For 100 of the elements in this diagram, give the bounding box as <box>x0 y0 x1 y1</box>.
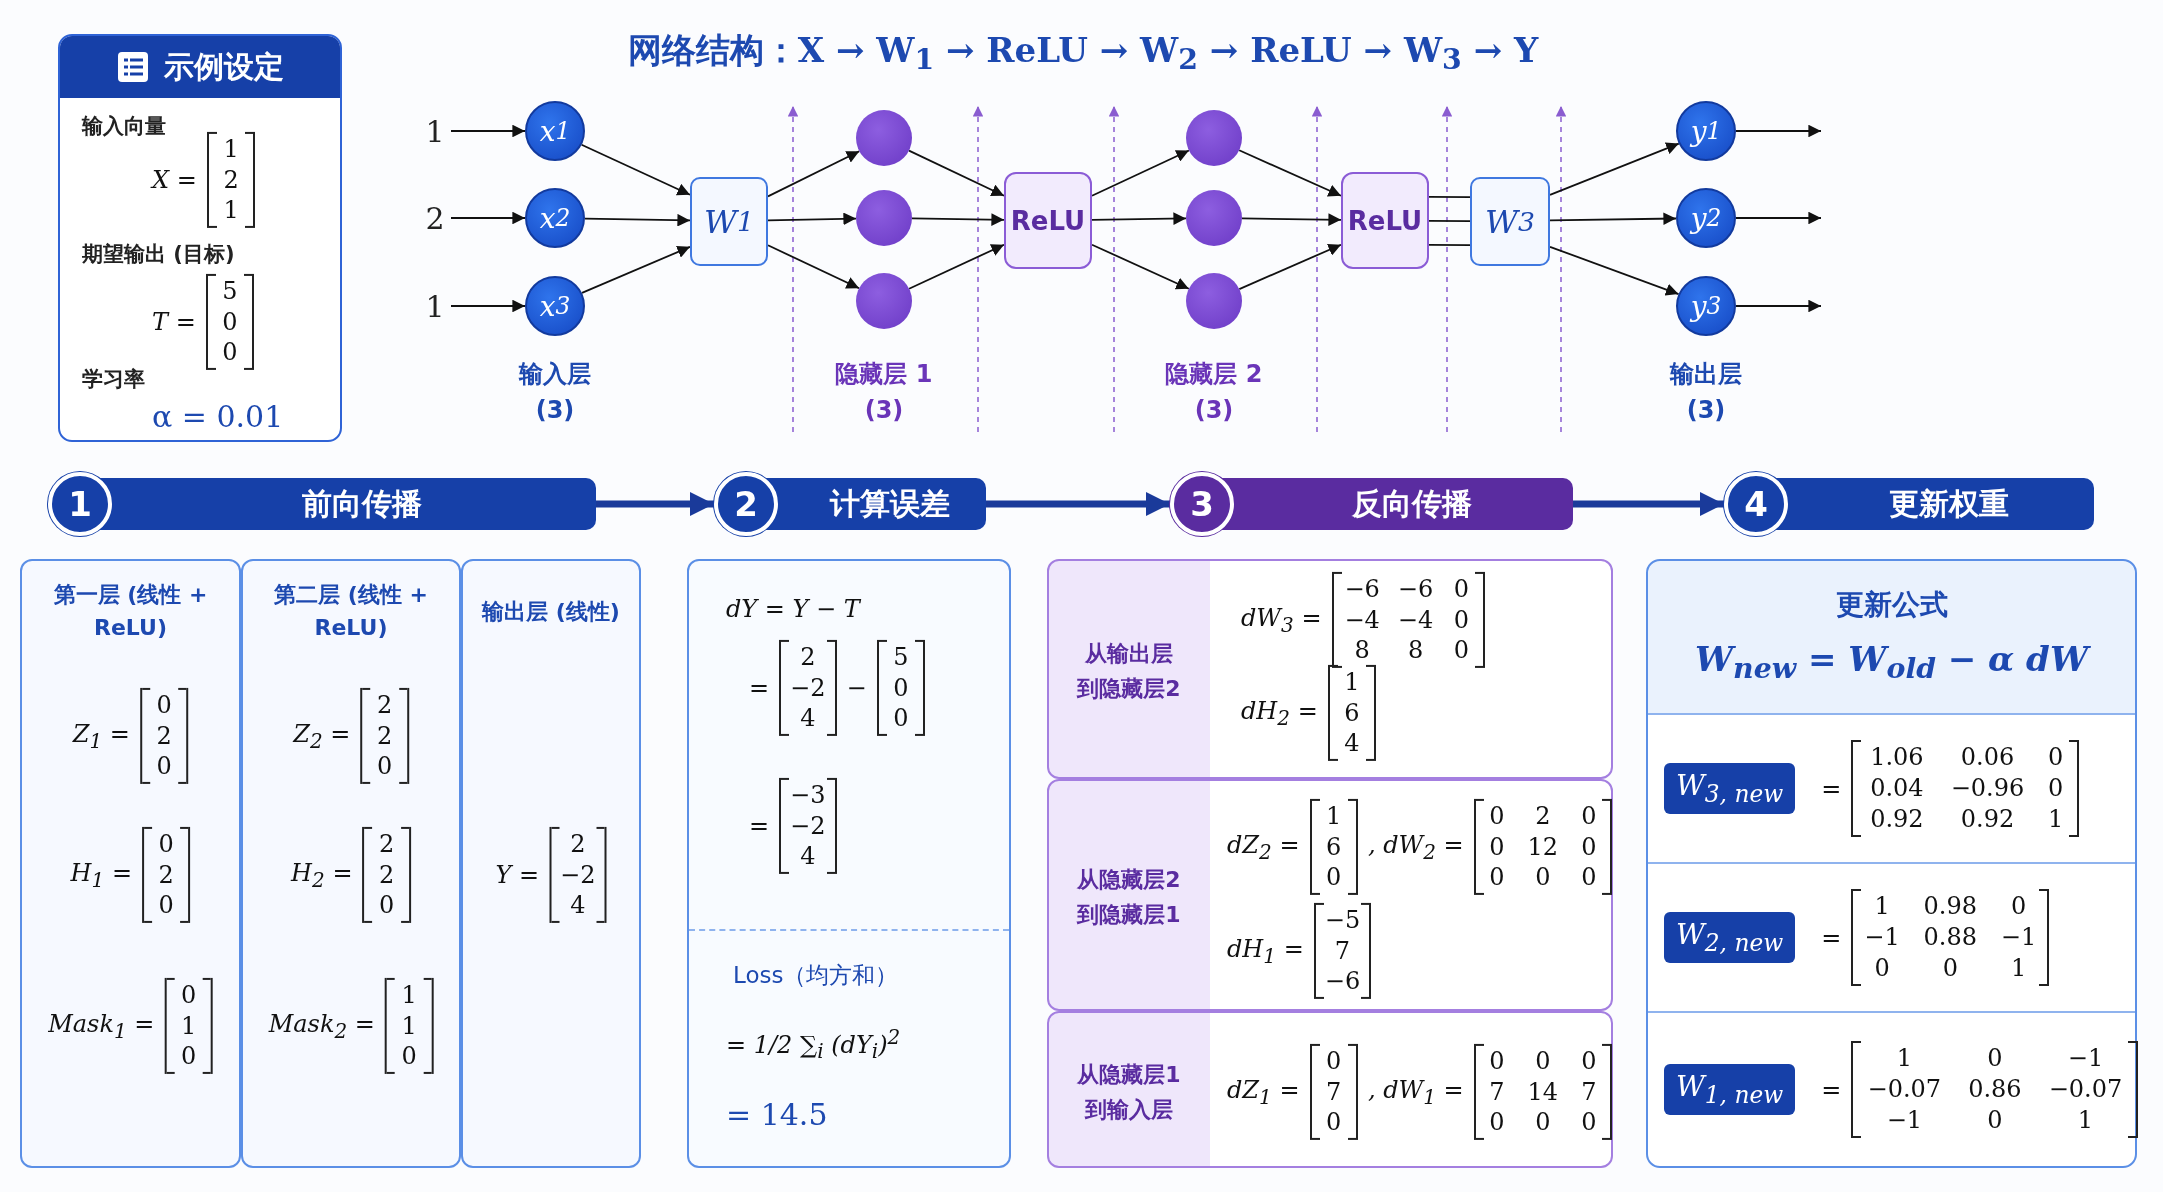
variable-badge: W$_{1, new}$ <box>1664 1064 1796 1115</box>
matrix-row: −6 <box>1324 966 1361 998</box>
hidden-neuron <box>856 190 912 246</box>
relu-box: ReLU <box>1341 172 1429 269</box>
layer-label: 隐藏层 1 (3) <box>834 359 934 426</box>
step-description: 从输出层到隐藏层2 <box>1075 639 1182 703</box>
matrix-row-text: 0 <box>400 1041 418 1073</box>
variable-badge: W$_{2, new}$ <box>1664 912 1796 963</box>
arrow <box>1735 124 1822 138</box>
matrix-row-text: 2 <box>222 164 240 196</box>
matrix-row-text: 1 <box>222 133 240 165</box>
matrix-row-text: 1.06 0.06 0 <box>1869 742 2065 774</box>
connector-line <box>1428 195 1471 199</box>
formula: H$_{2}$ = <box>291 858 353 892</box>
matrix-row-text: 0 <box>179 979 198 1011</box>
matrix-row-text: −4 −4 0 <box>1343 604 1471 636</box>
arrow <box>911 213 1005 226</box>
arrow <box>908 243 1005 290</box>
matrix-row-text: 0 0 1 <box>1873 952 2028 984</box>
matrix-row-text: 4 <box>1343 728 1361 760</box>
matrix-row-text: −1 0.88 −1 <box>1863 922 2038 953</box>
variable-badge: W$_{3, new}$ <box>1664 763 1796 814</box>
matrix-row-text: 0.92 0.92 1 <box>1869 803 2065 835</box>
matrix-row-text: 7 14 7 <box>1488 1076 1598 1108</box>
relu-box: ReLU <box>1004 172 1092 269</box>
matrix-row-text: 1 <box>179 1010 198 1042</box>
arrow <box>1091 212 1187 225</box>
arrow <box>1549 212 1677 225</box>
field-label: 期望输出 (目标) <box>82 241 235 268</box>
formula: dH$_{2}$ = <box>1241 696 1318 730</box>
matrix-row-text: 1 <box>400 1010 418 1042</box>
arrow <box>1091 149 1190 197</box>
matrix-row-text: 0 <box>157 890 175 922</box>
input-value: 2 <box>419 198 451 238</box>
formula: X = <box>152 166 197 194</box>
matrix-row-text: 0 <box>1325 862 1343 894</box>
formula: dH$_{1}$ = <box>1227 934 1304 968</box>
connector-line <box>1428 243 1471 247</box>
arrow <box>986 491 1170 517</box>
matrix-row-text: 2 <box>378 828 396 860</box>
gradient-row <box>1047 779 1613 1011</box>
formula: = <box>749 812 770 840</box>
hidden-neuron <box>1186 273 1242 329</box>
matrix-row-text: 2 <box>155 720 173 752</box>
arrow <box>767 212 857 226</box>
update-panel <box>1646 559 2137 1168</box>
matrix-row-text: 1 0 −1 <box>1895 1043 2105 1075</box>
formula: dY = Y − T <box>726 595 860 623</box>
matrix-row-text: 2 <box>569 828 587 860</box>
matrix-row-text: 0 0 0 <box>1488 1045 1598 1077</box>
matrix-row-text: 0 <box>1325 1045 1343 1077</box>
matrix-row-text: 2 <box>375 689 394 721</box>
matrix-row-text: 4 <box>799 841 817 873</box>
arrow <box>1573 491 1724 517</box>
formula: H$_{1}$ = <box>70 858 132 892</box>
error-panel <box>687 559 1011 1168</box>
arrow <box>767 150 861 198</box>
formula: Y = <box>495 861 540 889</box>
matrix-row-text: 1 0.98 0 <box>1873 891 2028 923</box>
formula: Mask$_{1}$ = <box>48 1009 155 1043</box>
input-value: 1 <box>419 111 451 151</box>
arrow <box>1735 211 1822 225</box>
arrow <box>1238 149 1342 197</box>
arrow <box>1238 243 1342 290</box>
matrix-row: −2 <box>560 859 596 891</box>
arrow <box>450 124 526 138</box>
matrix-row-text: 2 <box>378 859 396 891</box>
formula-label: Loss（均方和） <box>733 960 899 990</box>
gradient-row <box>1047 1011 1613 1168</box>
formula: dZ$_{2}$ = <box>1227 830 1300 864</box>
matrix-row-text: 0 <box>157 828 175 860</box>
column-heading: 第一层 (线性 + ReLU) <box>52 581 209 642</box>
layer-label: 输入层 (3) <box>517 359 592 426</box>
field-label: 输入向量 <box>82 113 166 140</box>
matrix-row-text: 5 <box>892 641 910 673</box>
arrow <box>908 149 1005 197</box>
arrow <box>1549 142 1680 196</box>
formula: = 14.5 <box>726 1096 828 1132</box>
formula: , dW$_{1}$ = <box>1367 1075 1464 1109</box>
matrix-row-text: 0 <box>378 890 396 922</box>
matrix-row-text: −0.07 0.86 −0.07 <box>1866 1074 2124 1105</box>
matrix-row-text: 0 <box>375 751 394 783</box>
column-heading: 第二层 (线性 + ReLU) <box>273 581 429 642</box>
input-value: 1 <box>419 286 451 326</box>
matrix-row-text: 0 <box>221 306 239 338</box>
matrix-row-text: 0 <box>892 672 910 704</box>
matrix-row-text: 2 <box>375 720 394 752</box>
formula: dZ$_{1}$ = <box>1227 1075 1300 1109</box>
formula: = <box>1821 1075 1842 1104</box>
formula: = <box>1821 923 1842 952</box>
formula: = <box>749 674 770 702</box>
matrix-row-text: 2 <box>157 859 175 891</box>
arrow <box>767 244 860 290</box>
panel-heading: 更新公式 <box>1835 587 1948 623</box>
diagram-title: 网络结构：X → W$_{1}$ → ReLU → W$_{2}$ → ReLU → W$_{3}$ → Y <box>627 28 1539 77</box>
step-description: 从隐藏层2到隐藏层1 <box>1075 865 1182 929</box>
matrix-row-text: 1 <box>400 979 418 1011</box>
matrix-row-text: 0 <box>155 689 173 721</box>
matrix-row-text: 1 <box>222 195 240 227</box>
arrow <box>1091 243 1190 290</box>
